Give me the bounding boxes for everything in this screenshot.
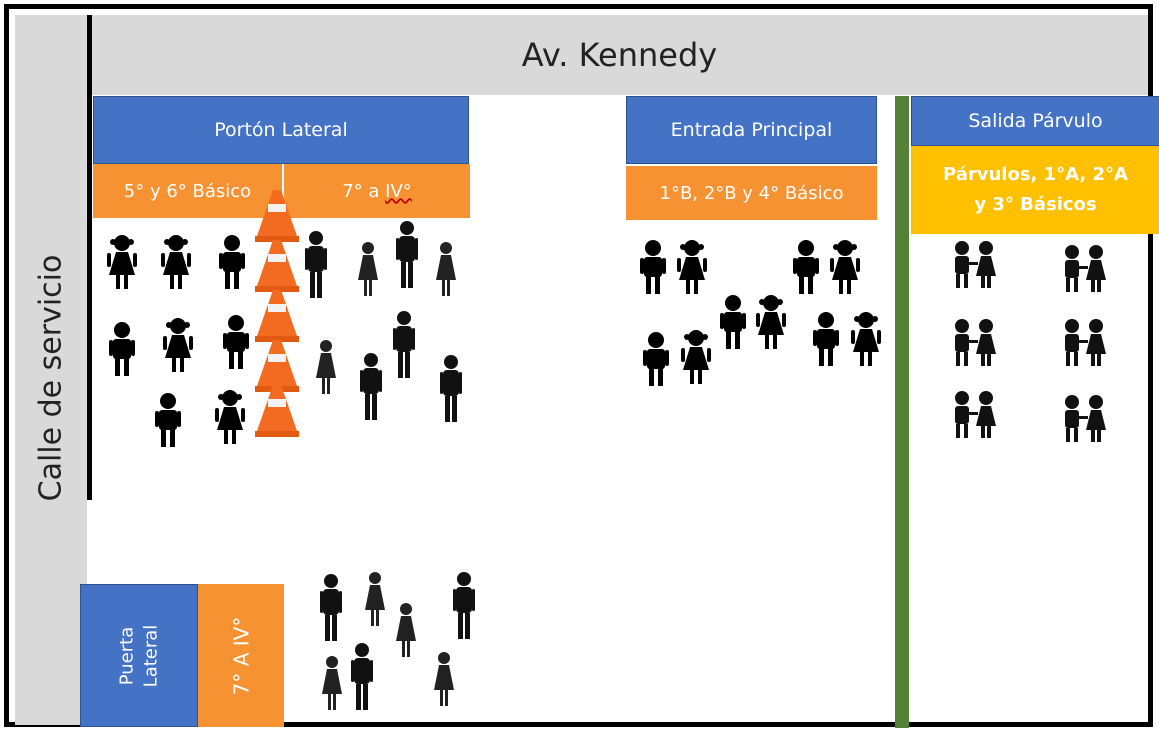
group-7-iv-label: 7° a IV° xyxy=(342,181,412,202)
green-divider xyxy=(895,96,909,728)
porton-lateral-gate: Portón Lateral xyxy=(93,96,469,164)
group-7-iv-side: 7° A IV° xyxy=(198,584,284,727)
entrada-principal-gate: Entrada Principal xyxy=(626,96,877,164)
group-parvulos-line2: y 3° Básicos xyxy=(974,194,1097,215)
kennedy-avenue-label: Av. Kennedy xyxy=(521,36,718,74)
service-street xyxy=(15,15,87,725)
group-parvulos-line1: Párvulos, 1°A, 2°A xyxy=(943,164,1128,185)
group-7-iv: 7° a IV° xyxy=(284,164,470,218)
entrada-principal-label: Entrada Principal xyxy=(670,119,833,141)
school-boundary-line xyxy=(87,15,92,500)
group-parvulos: Párvulos, 1°A, 2°A y 3° Básicos xyxy=(911,146,1159,234)
group-1b-label: 1°B, 2°B y 4° Básico xyxy=(659,182,844,204)
group-5-6-basico: 5° y 6° Básico xyxy=(93,164,282,218)
salida-parvulo-label: Salida Párvulo xyxy=(968,110,1103,132)
puerta-lateral-gate: Puerta Lateral xyxy=(80,584,198,727)
porton-lateral-label: Portón Lateral xyxy=(214,119,348,141)
group-5-6-label: 5° y 6° Básico xyxy=(123,180,252,202)
kennedy-avenue: Av. Kennedy xyxy=(91,15,1148,95)
salida-parvulo-gate: Salida Párvulo xyxy=(911,96,1159,146)
group-7-iv-suffix: IV° xyxy=(385,180,412,202)
group-1b-2b-4-basico: 1°B, 2°B y 4° Básico xyxy=(626,166,877,220)
group-7-iv-prefix: 7° a xyxy=(342,180,386,202)
